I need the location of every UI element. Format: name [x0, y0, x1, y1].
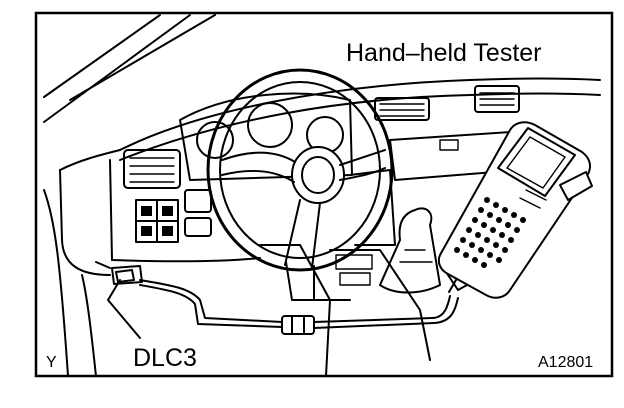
- corner-mark: Y: [46, 354, 57, 371]
- tester-keypad: [454, 197, 526, 268]
- figure-code: A12801: [538, 354, 593, 371]
- windshield-lines: [43, 14, 216, 123]
- gear-shift-icon: [379, 207, 441, 294]
- tester-label: Hand–held Tester: [346, 39, 542, 67]
- connector-label: DLC3: [133, 344, 197, 372]
- hand-held-tester-icon: [437, 121, 593, 299]
- steering-wheel-icon: [206, 68, 394, 301]
- dlc3-leader-line: [107, 279, 141, 339]
